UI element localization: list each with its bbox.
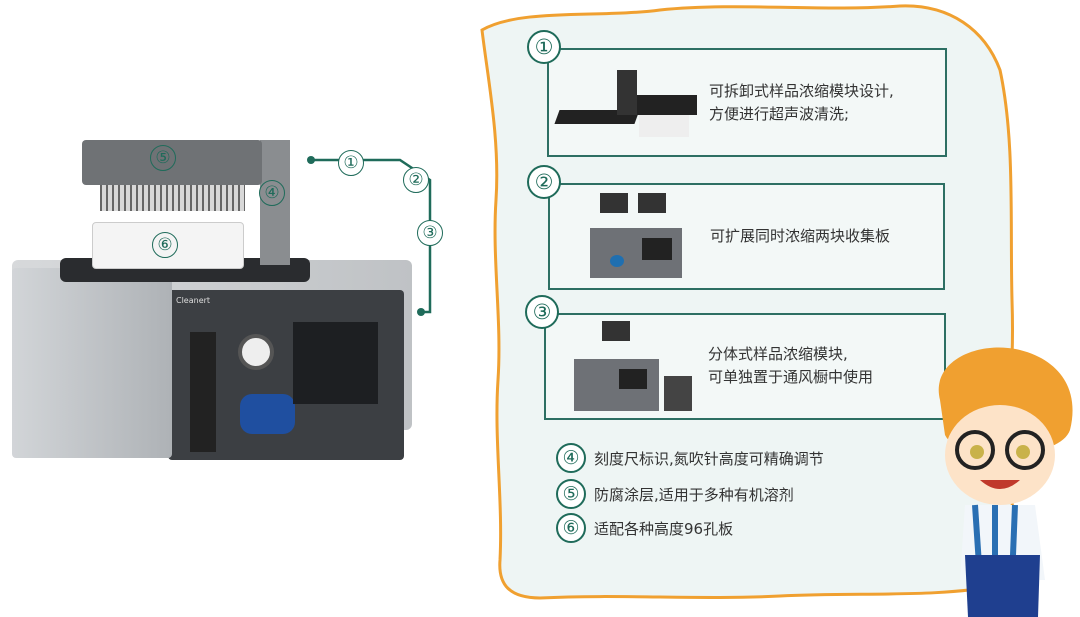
- item-5-number: ⑤: [556, 479, 586, 509]
- item-5-text: 防腐涂层,适用于多种有机溶剂: [594, 485, 794, 504]
- feature-1-line-1: 可拆卸式样品浓缩模块设计,: [709, 82, 894, 100]
- display-screen: [293, 322, 378, 404]
- feature-image-1: [554, 70, 697, 140]
- blue-knob: [240, 394, 295, 434]
- item-4-number: ④: [556, 443, 586, 473]
- feature-box-1: 可拆卸式样品浓缩模块设计, 方便进行超声波清洗;: [547, 48, 947, 157]
- device-left-side: [12, 268, 172, 458]
- label-four: ④: [259, 180, 285, 206]
- callout-3: ③: [417, 220, 443, 246]
- needles: [100, 185, 245, 211]
- feature-image-2: [590, 193, 685, 283]
- item-4-text: 刻度尺标识,氮吹针高度可精确调节: [594, 449, 824, 468]
- flowmeter: [190, 332, 216, 452]
- feature-box-2: 可扩展同时浓缩两块收集板: [548, 183, 945, 290]
- item-6-number: ⑥: [556, 513, 586, 543]
- item-6: ⑥ 适配各种高度96孔板: [556, 513, 733, 543]
- feature-1-line-2: 方便进行超声波清洗;: [709, 105, 850, 123]
- item-6-text: 适配各种高度96孔板: [594, 519, 734, 538]
- device-logo: Cleanert: [176, 296, 211, 305]
- feature-3-line-1: 分体式样品浓缩模块,: [708, 345, 848, 363]
- feature-2-text: 可扩展同时浓缩两块收集板: [710, 227, 891, 245]
- feature-image-3: [574, 321, 694, 413]
- pressure-gauge: [238, 334, 274, 370]
- item-4: ④ 刻度尺标识,氮吹针高度可精确调节: [556, 443, 824, 473]
- label-five: ⑤: [150, 145, 176, 171]
- feature-3-number: ③: [525, 295, 559, 329]
- feature-box-3: 分体式样品浓缩模块, 可单独置于通风橱中使用: [544, 313, 946, 420]
- label-six: ⑥: [152, 232, 178, 258]
- item-5: ⑤ 防腐涂层,适用于多种有机溶剂: [556, 479, 794, 509]
- callout-2: ②: [403, 167, 429, 193]
- feature-2-number: ②: [527, 165, 561, 199]
- cartoon-boy: [938, 347, 1073, 617]
- device-illustration: Cleanert ⑤ ④ ⑥: [0, 0, 480, 617]
- feature-1-number: ①: [527, 30, 561, 64]
- feature-3-line-2: 可单独置于通风橱中使用: [708, 368, 874, 386]
- callout-1: ①: [338, 150, 364, 176]
